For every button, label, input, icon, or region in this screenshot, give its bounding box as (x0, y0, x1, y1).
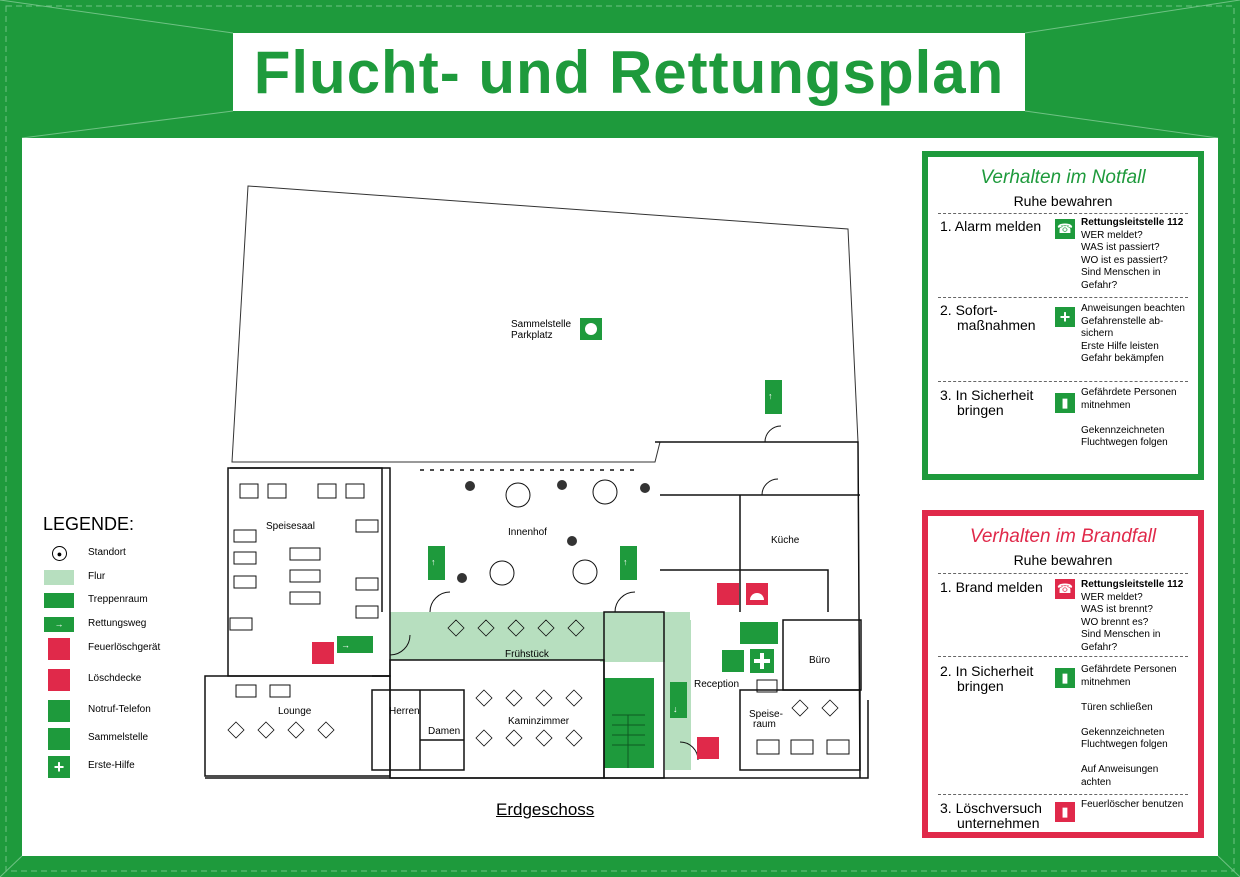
title-banner: Flucht- und Rettungsplan (233, 33, 1025, 111)
brandfall-title: Verhalten im Brandfall (969, 526, 1157, 547)
flur-swatch (44, 570, 74, 585)
room-label-buero: Büro (809, 655, 831, 666)
fire-phone-icon: ☎ (1055, 579, 1075, 599)
brandfall-step-3-text: Feuerlöscher benutzen (1081, 799, 1184, 810)
stairwell (604, 622, 778, 768)
room-label-sammelstelle: Sammelstelle (511, 319, 572, 330)
room-label-damen: Damen (428, 726, 461, 737)
divider (938, 297, 1188, 298)
notfall-step-1-text: Rettungsleitstelle 112 WER meldet? WAS i… (1081, 217, 1184, 291)
room-label-fruehstueck: Frühstück (505, 649, 549, 660)
fire-extinguisher-icon (48, 638, 70, 660)
divider (938, 381, 1188, 382)
fire-extinguisher-icon: ▮ (1055, 802, 1075, 822)
page-title: Flucht- und Rettungsplan (253, 38, 1005, 106)
room-label-innenhof: Innenhof (508, 527, 547, 538)
notfall-subtitle: Ruhe bewahren (1013, 193, 1113, 209)
rettungsweg-icon: → (44, 617, 74, 632)
floor-label: Erdgeschoss (496, 800, 595, 819)
brandfall-subtitle: Ruhe bewahren (1013, 552, 1113, 568)
plan-fire-extinguisher-icons (312, 583, 739, 759)
room-label-herren: Herren (389, 706, 420, 717)
svg-text:↑: ↑ (768, 391, 773, 401)
notfall-step-1-label: 1. Alarm melden (940, 218, 1042, 234)
assembly-point-icon (48, 728, 70, 750)
emergency-phone-icon (48, 700, 70, 722)
svg-text:↑: ↑ (431, 557, 436, 567)
divider (938, 656, 1188, 657)
brandfall-step-1-text: Rettungsleitstelle 112 WER meldet? WAS i… (1081, 579, 1184, 653)
divider (938, 794, 1188, 795)
first-aid-icon: + (1055, 307, 1075, 327)
svg-text:↑: ↑ (623, 557, 628, 567)
room-label-raum: raum (753, 719, 776, 730)
first-aid-icon: + (48, 756, 70, 778)
brandfall-step-1-label: 1. Brand melden (940, 579, 1043, 595)
notfall-panel: Verhalten im Notfall Ruhe bewahren 1. Al… (922, 151, 1204, 480)
plan-assembly-point-icon (580, 318, 602, 340)
room-label-kueche: Küche (771, 535, 800, 546)
brandfall-panel: Verhalten im Brandfall Ruhe bewahren 1. … (922, 510, 1204, 838)
room-label-reception: Reception (694, 679, 740, 690)
emergency-phone-icon: ☎ (1055, 219, 1075, 239)
notfall-step-2-label: 2. Sofort-maßnahmen (940, 302, 1036, 333)
notfall-title: Verhalten im Notfall (980, 167, 1146, 188)
svg-text:↓: ↓ (673, 704, 678, 714)
plan-emergency-phone-icon (722, 650, 744, 672)
room-label-speise: Speise- (749, 709, 783, 720)
room-label-parkplatz: Parkplatz (511, 330, 553, 341)
corridor-area (390, 612, 691, 770)
standort-icon: ● (52, 546, 67, 561)
plan-fire-blanket-icon (746, 583, 768, 605)
svg-text:→: → (341, 640, 350, 650)
exit-icon: ▮ (1055, 393, 1075, 413)
room-label-kaminzimmer: Kaminzimmer (508, 716, 570, 727)
fire-blanket-icon (48, 669, 70, 691)
plan-exit-signs (337, 380, 782, 718)
brandfall-step-2-text: Gefährdete Personen mitnehmen Türen schl… (1081, 664, 1177, 788)
plan-first-aid-icon (750, 649, 774, 673)
exit-icon: ▮ (1055, 668, 1075, 688)
notfall-step-3-text: Gefährdete Personen mitnehmen Gekennzeic… (1081, 387, 1177, 448)
room-label-speisesaal: Speisesaal (266, 521, 315, 532)
treppenraum-swatch (44, 593, 74, 608)
divider (938, 213, 1188, 214)
legend-title: LEGENDE: (43, 514, 135, 534)
divider (938, 573, 1188, 574)
room-label-lounge: Lounge (278, 706, 312, 717)
notfall-step-2-text: Anweisungen beachten Gefahrenstelle ab- … (1081, 303, 1185, 364)
